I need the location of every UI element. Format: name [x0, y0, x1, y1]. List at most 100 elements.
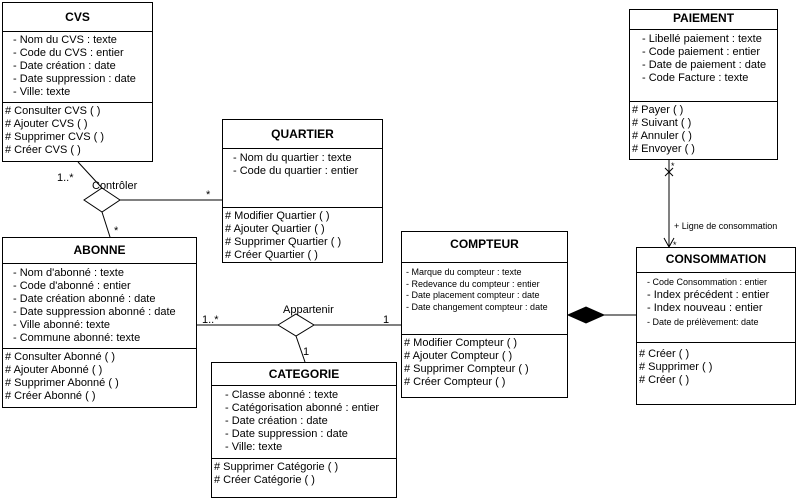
class-quartier: QUARTIER - Nom du quartier : texte - Cod…: [222, 119, 383, 263]
class-title: CVS: [3, 3, 152, 32]
attribute-row: - Date changement compteur : date: [406, 301, 548, 312]
operation-row: # Supprimer Quartier ( ): [225, 236, 342, 248]
operation-row: # Payer ( ): [632, 104, 684, 116]
operation-row: # Supprimer Compteur ( ): [404, 363, 529, 375]
operation-row: # Créer CVS ( ): [5, 144, 81, 156]
attribute-row: - Nom d'abonné : texte: [13, 267, 124, 279]
class-operations: # Modifier Compteur ( ) # Ajouter Compte…: [402, 335, 567, 389]
attribute-row: - Commune abonné: texte: [13, 332, 141, 344]
class-operations: # Consulter Abonné ( ) # Ajouter Abonné …: [3, 349, 196, 403]
appartenir-mult-compteur: 1: [383, 314, 390, 326]
controler-line-cvs: [77, 161, 103, 189]
attribute-row: - Nom du quartier : texte: [233, 152, 352, 164]
appartenir-line-categorie: [295, 335, 306, 363]
operation-row: # Supprimer CVS ( ): [5, 131, 105, 143]
operation-row: # Modifier Compteur ( ): [404, 337, 518, 349]
appartenir-mult-categorie: 1: [303, 346, 310, 358]
attribute-row: - Date création abonné : date: [13, 293, 156, 305]
class-attributes: - Marque du compteur : texte - Redevance…: [402, 263, 567, 335]
attribute-row: - Index nouveau : entier: [647, 302, 763, 314]
operation-row: # Créer ( ): [639, 348, 690, 360]
class-operations: # Modifier Quartier ( ) # Ajouter Quarti…: [223, 208, 382, 262]
operation-row: # Créer Abonné ( ): [5, 390, 96, 402]
appartenir-mult-abonne: 1..*: [202, 314, 219, 326]
attribute-row: - Code du quartier : entier: [233, 165, 359, 177]
operation-row: # Ajouter Abonné ( ): [5, 364, 103, 376]
attribute-row: - Code Facture : texte: [642, 72, 749, 84]
ligne-mult-paiement: *: [671, 161, 675, 171]
attribute-row: - Date suppression abonné : date: [13, 306, 176, 318]
class-categorie: CATEGORIE - Classe abonné : texte - Caté…: [211, 362, 397, 498]
attribute-row: - Date placement compteur : date: [406, 290, 540, 300]
attribute-row: - Code Consommation : entier: [647, 277, 768, 287]
controler-label: Contrôler: [92, 180, 138, 192]
operation-row: # Supprimer Abonné ( ): [5, 377, 119, 389]
attribute-row: - Index précédent : entier: [647, 289, 770, 301]
class-operations: # Consulter CVS ( ) # Ajouter CVS ( ) # …: [3, 103, 152, 157]
class-title: CONSOMMATION: [637, 248, 795, 273]
attribute-row: - Classe abonné : texte: [225, 389, 339, 401]
non-navigable-x-mark-2: [664, 167, 674, 177]
operation-row: # Créer Compteur ( ): [404, 376, 506, 388]
class-attributes: - Libellé paiement : texte - Code paieme…: [630, 30, 777, 102]
attribute-row: - Date suppression : date: [13, 73, 136, 85]
operation-row: # Consulter CVS ( ): [5, 105, 101, 117]
class-attributes: - Code Consommation : entier - Index pré…: [637, 273, 795, 343]
class-abonne: ABONNE - Nom d'abonné : texte - Code d'a…: [2, 237, 197, 408]
attribute-row: - Marque du compteur : texte: [406, 267, 522, 277]
attribute-row: - Redevance du compteur : entier: [406, 278, 540, 289]
controler-mult-abonne: *: [114, 225, 119, 237]
controler-mult-quartier: *: [206, 189, 211, 201]
attribute-row: - Code paiement : entier: [642, 46, 761, 58]
attribute-row: - Date création : date: [225, 415, 328, 427]
appartenir-diamond: [277, 313, 315, 337]
operation-row: # Annuler ( ): [632, 130, 692, 142]
ligne-consommation-label: + Ligne de consommation: [674, 221, 778, 231]
class-paiement: PAIEMENT - Libellé paiement : texte - Co…: [629, 9, 778, 160]
attribute-row: - Ville abonné: texte: [13, 319, 111, 331]
class-attributes: - Nom du quartier : texte - Code du quar…: [223, 149, 382, 208]
controler-line-abonne: [101, 211, 111, 238]
class-operations: # Créer ( ) # Supprimer ( ) # Créer ( ): [637, 343, 795, 387]
class-title: ABONNE: [3, 238, 196, 264]
operation-row: # Supprimer ( ): [639, 361, 713, 373]
attribute-row: - Date de prélèvement: date: [647, 317, 759, 327]
operation-row: # Ajouter Quartier ( ): [225, 223, 325, 235]
operation-row: # Supprimer Catégorie ( ): [214, 461, 339, 473]
operation-row: # Consulter Abonné ( ): [5, 351, 116, 363]
class-title: PAIEMENT: [630, 10, 777, 30]
attribute-row: - Date suppression : date: [225, 428, 348, 440]
class-operations: # Payer ( ) # Suivant ( ) # Annuler ( ) …: [630, 102, 777, 156]
attribute-row: - Catégorisation abonné : entier: [225, 402, 380, 414]
class-consommation: CONSOMMATION - Code Consommation : entie…: [636, 247, 796, 405]
attribute-row: - Date de paiement : date: [642, 59, 767, 71]
attribute-row: - Ville: texte: [13, 86, 71, 98]
operation-row: # Créer ( ): [639, 374, 690, 386]
ligne-mult-consommation: *: [673, 240, 677, 250]
controler-diamond: [83, 187, 121, 213]
class-compteur: COMPTEUR - Marque du compteur : texte - …: [401, 231, 568, 398]
controler-mult-cvs: 1..*: [57, 172, 74, 184]
appartenir-label: Appartenir: [283, 304, 334, 316]
class-attributes: - Classe abonné : texte - Catégorisation…: [212, 386, 396, 459]
class-attributes: - Nom du CVS : texte - Code du CVS : ent…: [3, 32, 152, 103]
attribute-row: - Ville: texte: [225, 441, 283, 453]
operation-row: # Créer Quartier ( ): [225, 249, 318, 261]
class-title: COMPTEUR: [402, 232, 567, 263]
composition-diamond: [566, 306, 606, 324]
operation-row: # Créer Catégorie ( ): [214, 474, 315, 486]
attribute-row: - Nom du CVS : texte: [13, 34, 117, 46]
operation-row: # Ajouter CVS ( ): [5, 118, 88, 130]
attribute-row: - Code d'abonné : entier: [13, 280, 131, 292]
attribute-row: - Libellé paiement : texte: [642, 33, 762, 45]
class-attributes: - Nom d'abonné : texte - Code d'abonné :…: [3, 264, 196, 349]
operation-row: # Suivant ( ): [632, 117, 692, 129]
operation-row: # Envoyer ( ): [632, 143, 695, 155]
class-operations: # Supprimer Catégorie ( ) # Créer Catégo…: [212, 459, 396, 487]
attribute-row: - Code du CVS : entier: [13, 47, 124, 59]
class-cvs: CVS - Nom du CVS : texte - Code du CVS :…: [2, 2, 153, 162]
operation-row: # Modifier Quartier ( ): [225, 210, 330, 222]
class-title: QUARTIER: [223, 120, 382, 149]
class-title: CATEGORIE: [212, 363, 396, 386]
